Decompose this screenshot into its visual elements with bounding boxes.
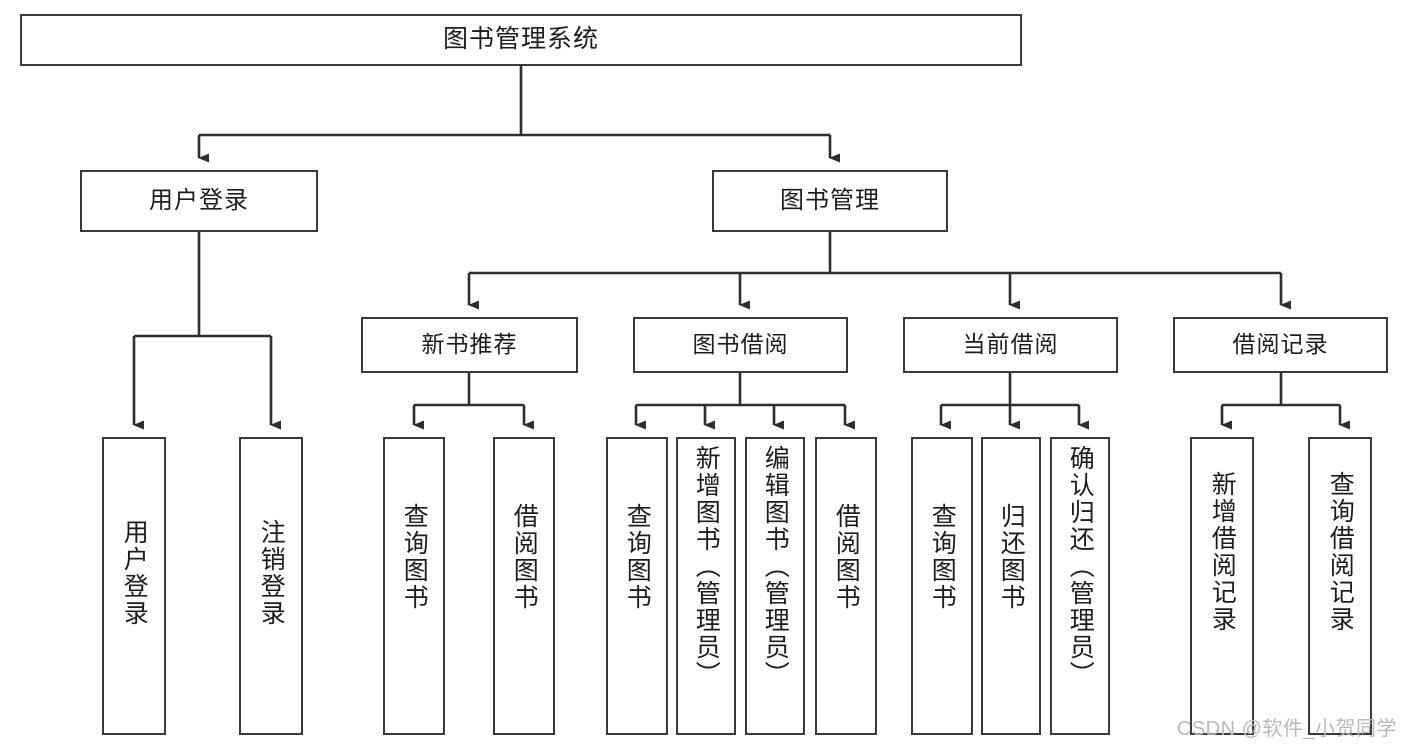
leaf-borrow-record-add-record[interactable]: 新增借阅记录 — [1190, 437, 1254, 735]
node-label: 新增图书（管理员） — [692, 445, 721, 688]
node-label: 注销登录 — [257, 519, 286, 627]
watermark-text: CSDN @软件_小贺同学 — [1176, 718, 1397, 740]
node-current-borrow[interactable]: 当前借阅 — [903, 317, 1118, 373]
node-label: 查询借阅记录 — [1326, 471, 1355, 633]
node-book-borrow[interactable]: 图书借阅 — [633, 317, 848, 373]
node-label: 查询图书 — [928, 503, 957, 611]
leaf-book-borrow-borrow-book[interactable]: 借阅图书 — [815, 437, 877, 735]
node-label: 图书借阅 — [692, 331, 789, 358]
node-label: 新书推荐 — [421, 331, 518, 358]
node-label: 新增借阅记录 — [1208, 471, 1237, 633]
node-label: 编辑图书（管理员） — [761, 445, 790, 688]
node-label: 查询图书 — [400, 503, 429, 611]
leaf-current-borrow-return-book[interactable]: 归还图书 — [981, 437, 1041, 735]
node-label: 查询图书 — [623, 503, 652, 611]
node-label: 用户登录 — [149, 186, 249, 214]
leaf-current-borrow-confirm-return-admin[interactable]: 确认归还（管理员） — [1050, 437, 1110, 735]
leaf-user-login-logout[interactable]: 注销登录 — [239, 437, 303, 735]
node-root-library-management-system[interactable]: 图书管理系统 — [20, 14, 1022, 66]
node-label: 图书管理 — [780, 186, 880, 214]
leaf-book-borrow-edit-book-admin[interactable]: 编辑图书（管理员） — [745, 437, 805, 735]
node-book-management[interactable]: 图书管理 — [712, 170, 948, 232]
leaf-book-borrow-query-book[interactable]: 查询图书 — [606, 437, 668, 735]
leaf-borrow-record-query-record[interactable]: 查询借阅记录 — [1308, 437, 1372, 735]
node-label: 图书管理系统 — [442, 25, 599, 54]
leaf-user-login-login[interactable]: 用户登录 — [102, 437, 166, 735]
node-label: 归还图书 — [997, 503, 1026, 611]
node-label: 借阅记录 — [1232, 331, 1329, 358]
leaf-new-book-borrow-book[interactable]: 借阅图书 — [493, 437, 555, 735]
leaf-book-borrow-add-book-admin[interactable]: 新增图书（管理员） — [676, 437, 736, 735]
node-label: 当前借阅 — [962, 331, 1059, 358]
node-label: 确认归还（管理员） — [1066, 445, 1095, 688]
node-label: 用户登录 — [120, 519, 149, 627]
node-new-book-recommend[interactable]: 新书推荐 — [361, 317, 578, 373]
leaf-new-book-query-book[interactable]: 查询图书 — [383, 437, 445, 735]
node-user-login[interactable]: 用户登录 — [80, 170, 318, 232]
node-borrow-record[interactable]: 借阅记录 — [1173, 317, 1388, 373]
leaf-current-borrow-query-book[interactable]: 查询图书 — [911, 437, 973, 735]
node-label: 借阅图书 — [510, 503, 539, 611]
node-label: 借阅图书 — [832, 503, 861, 611]
